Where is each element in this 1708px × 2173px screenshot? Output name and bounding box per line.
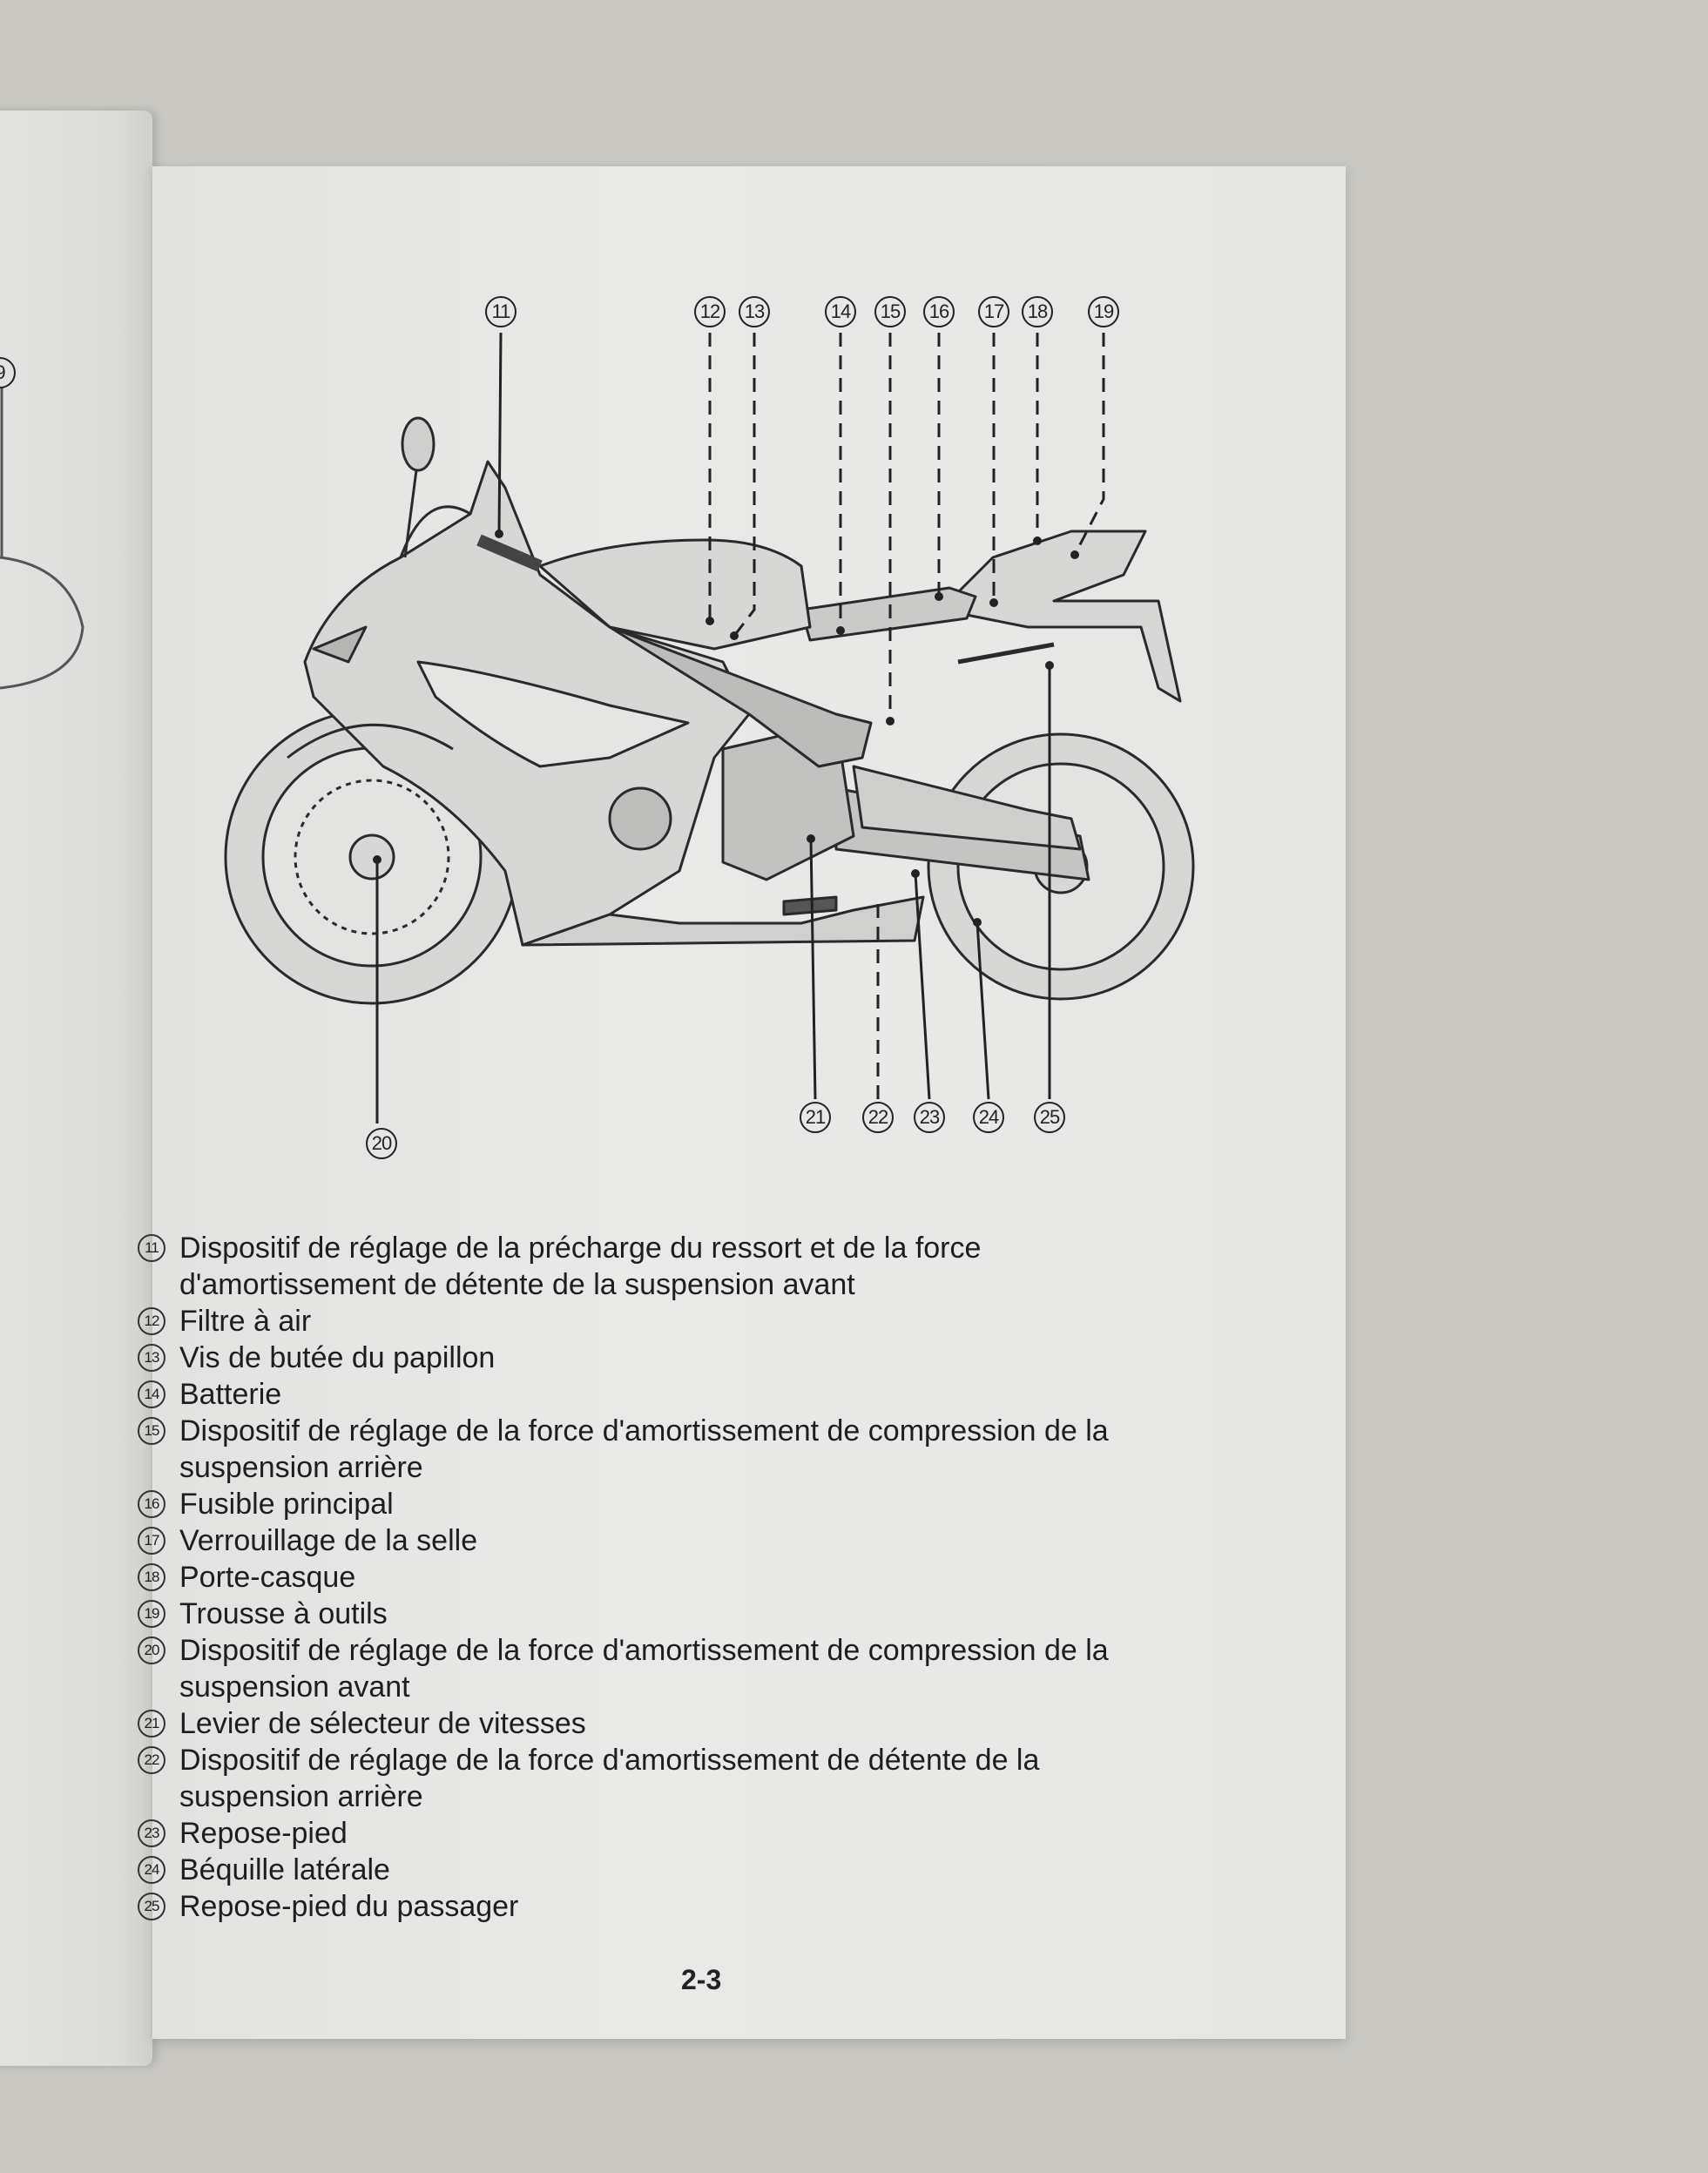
callout-14: 14 xyxy=(825,296,856,327)
legend-item: 22 Dispositif de réglage de la force d'am… xyxy=(138,1742,1109,1815)
legend-number: 19 xyxy=(138,1600,165,1628)
legend-item: 15 Dispositif de réglage de la force d'am… xyxy=(138,1413,1109,1486)
leader-dots xyxy=(373,530,1079,927)
legend-text: Vis de butée du papillon xyxy=(179,1341,496,1374)
legend-number: 21 xyxy=(138,1710,165,1738)
legend-number: 25 xyxy=(138,1893,165,1920)
legend-number: 11 xyxy=(138,1234,165,1262)
callout-23: 23 xyxy=(914,1102,945,1133)
legend-text: Porte-casque xyxy=(179,1561,356,1594)
legend-text: d'amortissement de détente de la suspens… xyxy=(179,1268,855,1301)
manual-page xyxy=(152,166,1346,2039)
legend-text: Verrouillage de la selle xyxy=(179,1524,478,1557)
legend-number: 13 xyxy=(138,1344,165,1372)
mirror xyxy=(401,416,435,472)
legend-item: 16 Fusible principal xyxy=(138,1486,1109,1522)
tail-section xyxy=(939,530,1182,703)
legend-item: 23 Repose-pied xyxy=(138,1815,1109,1852)
legend-text: Dispositif de réglage de la force d'amor… xyxy=(179,1414,1109,1448)
legend-number: 20 xyxy=(138,1636,165,1664)
callout-24: 24 xyxy=(973,1102,1004,1133)
legend-number: 16 xyxy=(138,1490,165,1518)
callout-20: 20 xyxy=(366,1128,397,1159)
engine-cover xyxy=(608,786,672,851)
legend-item: 14 Batterie xyxy=(138,1376,1109,1413)
legend-text: Dispositif de réglage de la force d'amor… xyxy=(179,1744,1040,1777)
page-number: 2-3 xyxy=(681,1964,722,1995)
legend-item: 25 Repose-pied du passager xyxy=(138,1888,1109,1925)
legend-text: Trousse à outils xyxy=(179,1597,388,1630)
callout-19: 19 xyxy=(1088,296,1119,327)
legend-number: 24 xyxy=(138,1856,165,1884)
callout-17: 17 xyxy=(978,296,1009,327)
callout-22: 22 xyxy=(862,1102,894,1133)
callout-11: 11 xyxy=(485,296,516,327)
legend-item: 17 Verrouillage de la selle xyxy=(138,1522,1109,1559)
legend-item: 19 Trousse à outils xyxy=(138,1596,1109,1632)
left-page xyxy=(0,111,152,2066)
legend-item: 20 Dispositif de réglage de la force d'am… xyxy=(138,1632,1109,1705)
legend-text: Fusible principal xyxy=(179,1488,394,1521)
legend-text: Filtre à air xyxy=(179,1305,312,1338)
handlebar xyxy=(476,534,543,572)
callout-21: 21 xyxy=(800,1102,831,1133)
legend-item: 21 Levier de sélecteur de vitesses xyxy=(138,1705,1109,1742)
parts-legend: 11 Dispositif de réglage de la précharge … xyxy=(138,1230,1109,1925)
frame xyxy=(608,625,873,768)
legend-text: Repose-pied du passager xyxy=(179,1890,519,1923)
legend-text: suspension arrière xyxy=(179,1451,423,1484)
legend-number: 15 xyxy=(138,1417,165,1445)
legend-item: 18 Porte-casque xyxy=(138,1559,1109,1596)
legend-number: 14 xyxy=(138,1380,165,1408)
fuel-tank xyxy=(538,538,812,651)
legend-text: suspension avant xyxy=(179,1670,410,1704)
legend-text: suspension arrière xyxy=(179,1780,423,1813)
legend-number: 23 xyxy=(138,1819,165,1847)
exhaust xyxy=(852,765,1082,851)
legend-number: 18 xyxy=(138,1563,165,1591)
callout-15: 15 xyxy=(874,296,906,327)
legend-item: 24 Béquille latérale xyxy=(138,1852,1109,1888)
legend-text: Repose-pied xyxy=(179,1817,348,1850)
headlight xyxy=(312,625,368,664)
legend-item: 11 Dispositif de réglage de la précharge … xyxy=(138,1230,1109,1303)
legend-number: 12 xyxy=(138,1307,165,1335)
left-page-mirror-outline xyxy=(0,556,84,690)
legend-text: Dispositif de réglage de la précharge du… xyxy=(179,1232,982,1265)
callout-13: 13 xyxy=(739,296,770,327)
callout-12: 12 xyxy=(694,296,726,327)
seat xyxy=(800,586,977,642)
callout-25: 25 xyxy=(1034,1102,1065,1133)
side-panel xyxy=(416,660,690,768)
legend-number: 17 xyxy=(138,1527,165,1555)
legend-text: Béquille latérale xyxy=(179,1853,390,1886)
legend-item: 12 Filtre à air xyxy=(138,1303,1109,1340)
legend-number: 22 xyxy=(138,1746,165,1774)
belly-pan xyxy=(521,895,925,947)
callout-18: 18 xyxy=(1022,296,1053,327)
leader-lines xyxy=(375,332,1105,1124)
legend-text: Dispositif de réglage de la force d'amor… xyxy=(179,1634,1109,1667)
legend-text: Levier de sélecteur de vitesses xyxy=(179,1707,586,1740)
legend-text: Batterie xyxy=(179,1378,282,1411)
legend-item: 13 Vis de butée du papillon xyxy=(138,1340,1109,1376)
callout-16: 16 xyxy=(923,296,955,327)
